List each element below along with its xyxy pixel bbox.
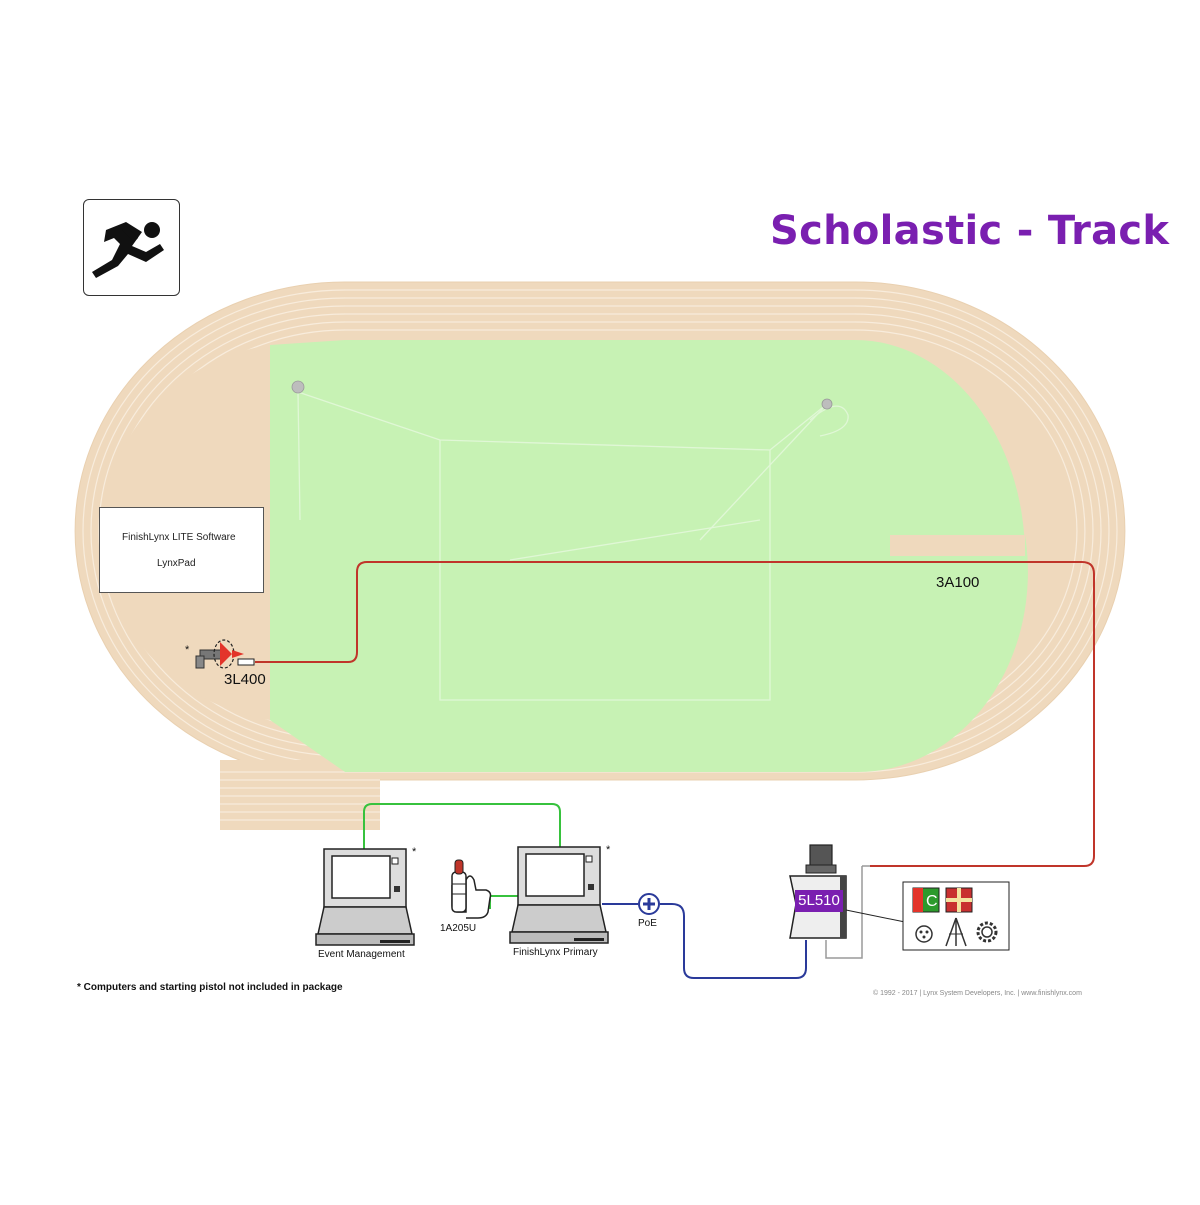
- field-marker-left: [291, 380, 305, 394]
- cable-label-3l400: 3L400: [224, 671, 266, 688]
- red-cable: [255, 561, 1095, 867]
- asterisk-finishlynx-primary: *: [606, 844, 611, 856]
- camera-accessories: C: [902, 881, 1010, 951]
- cable-label-3a100: 3A100: [936, 574, 980, 591]
- tripod-icon: [945, 917, 967, 947]
- laptop-icon: [509, 846, 609, 944]
- connector-icon: [915, 925, 933, 943]
- asterisk-event-management: *: [412, 846, 417, 858]
- copyright: © 1992 - 2017 | Lynx System Developers, …: [873, 990, 1082, 997]
- infield: [240, 340, 1028, 773]
- software-lynxpad: LynxPad: [157, 558, 196, 569]
- event-management-label: Event Management: [318, 949, 405, 960]
- gear-icon: [976, 921, 998, 943]
- camera-model-label: 5L510: [795, 890, 843, 912]
- runner-icon: [92, 222, 164, 278]
- software-box: FinishLynx LITE Software LynxPad: [99, 507, 264, 593]
- sport-logo: [83, 199, 180, 296]
- thumb-button-icon: [451, 859, 492, 919]
- poe-injector-icon: [638, 893, 660, 915]
- green-cable-network: [363, 803, 561, 850]
- laptop-icon: [315, 848, 415, 946]
- blue-cable: [602, 903, 807, 979]
- finishlynx-primary-label: FinishLynx Primary: [513, 947, 598, 958]
- starting-pistol-icon: [195, 639, 255, 669]
- svg-text:C: C: [926, 893, 938, 910]
- poe-label: PoE: [638, 918, 657, 929]
- page-title: Scholastic - Track: [770, 208, 1170, 254]
- footer-note: * Computers and starting pistol not incl…: [77, 982, 343, 993]
- grey-cable: [825, 865, 870, 959]
- field-marker-right: [821, 398, 833, 410]
- color-camera-icon: C: [912, 887, 940, 913]
- button-model-label: 1A205U: [440, 923, 477, 934]
- software-name: FinishLynx LITE Software: [122, 532, 236, 543]
- flag-icon: [945, 887, 973, 913]
- asterisk-pistol: *: [185, 644, 190, 656]
